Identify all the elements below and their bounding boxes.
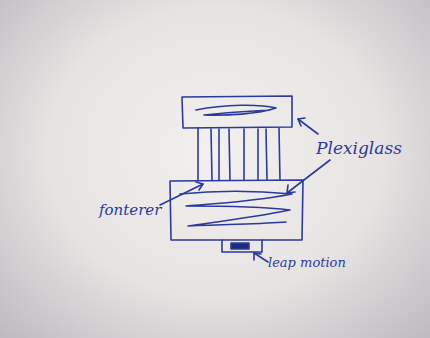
part-label: leap motion — [268, 256, 346, 269]
arrow-head — [287, 185, 295, 193]
pillar-line — [229, 129, 230, 180]
part-label: fonterer — [99, 203, 161, 218]
bottom-plate — [170, 180, 303, 240]
leader-line — [298, 119, 318, 134]
pillar-line — [279, 128, 280, 180]
arrow-head — [298, 118, 305, 126]
pillar-line — [211, 129, 212, 180]
top-plate — [182, 96, 292, 128]
pillar-line — [257, 129, 259, 180]
pillar-line — [197, 128, 199, 180]
arrow-head — [196, 182, 203, 190]
arrow-head — [254, 253, 261, 260]
pillar-line — [218, 129, 220, 180]
plate-scribble — [180, 191, 292, 226]
pillar-line — [243, 129, 245, 180]
plate-scribble — [196, 105, 276, 115]
part-label: Plexiglass — [316, 140, 402, 157]
leader-line — [287, 160, 330, 193]
pillar-line — [266, 129, 267, 180]
leader-line — [160, 184, 203, 205]
leap-sensor — [231, 243, 249, 249]
leader-line — [254, 253, 268, 262]
leap-device — [222, 240, 262, 252]
